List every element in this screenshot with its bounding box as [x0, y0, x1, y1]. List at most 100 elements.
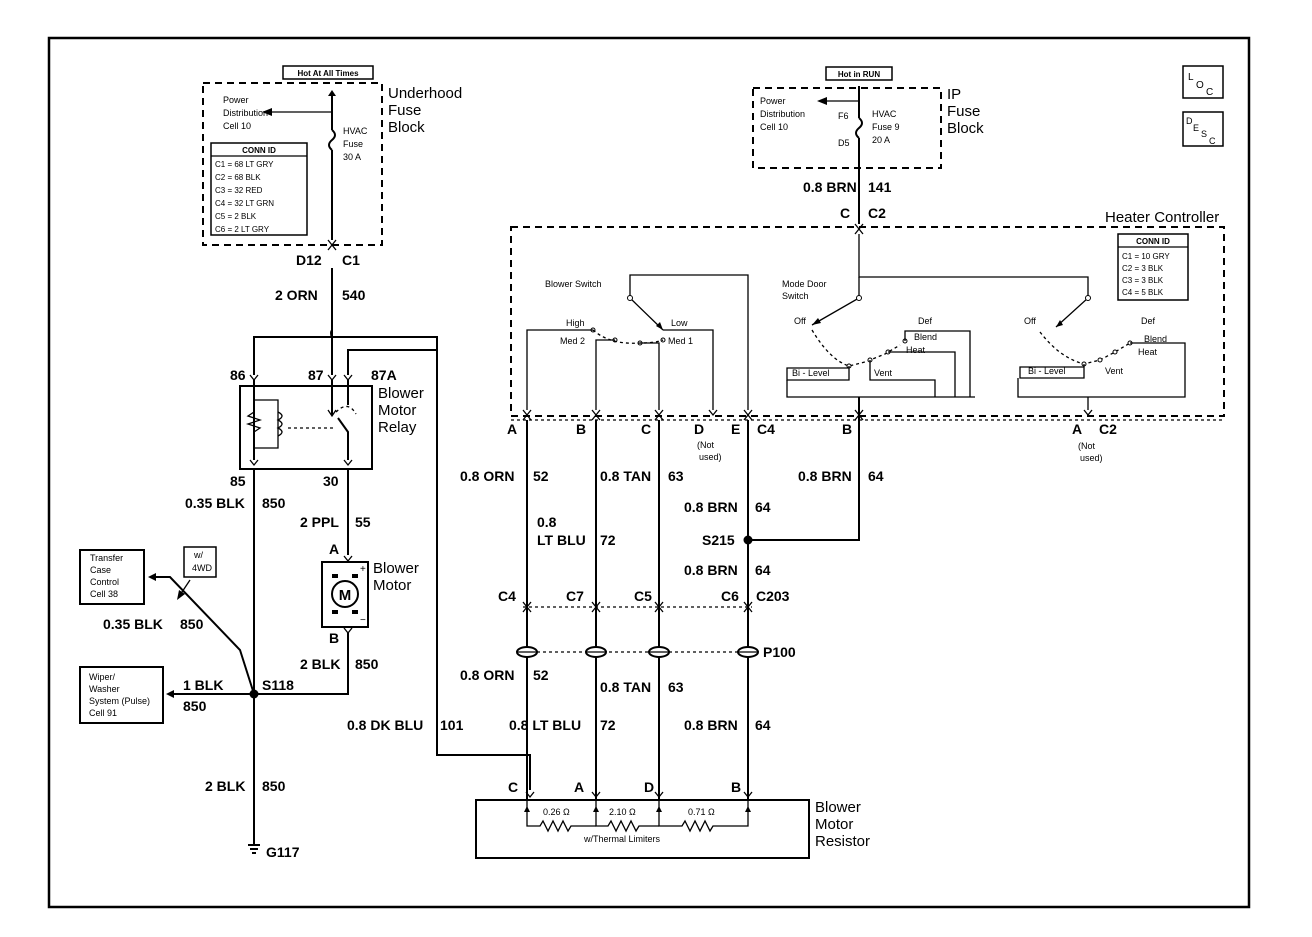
underhood-fuse-block: Hot At All Times Underhood Fuse Block Po…: [202, 65, 462, 268]
c2-pin-b: B: [842, 421, 852, 437]
splice-s215: [743, 535, 753, 545]
conn-row: C5 = 2 BLK: [215, 212, 257, 221]
w52-gauge: 0.8 ORN: [460, 468, 514, 484]
page-frame: [47, 36, 1251, 909]
svg-text:D: D: [1186, 116, 1193, 126]
w72-color: LT BLU: [537, 532, 586, 548]
resistor-title-3: Resistor: [815, 833, 870, 850]
w63-gauge: 0.8 TAN: [600, 468, 651, 484]
w64c-gauge: 0.8 BRN: [684, 562, 738, 578]
conn-id-title: CONN ID: [242, 146, 276, 155]
desc-icon[interactable]: D E S C: [1182, 111, 1224, 147]
c4-pin-e: E: [731, 421, 740, 437]
w55-gauge: 2 PPL: [300, 514, 339, 530]
relay-title-3: Relay: [378, 419, 417, 436]
motor-pin-a: A: [329, 541, 339, 557]
relay-pin-87a: 87A: [371, 367, 397, 383]
def-label: Def: [1141, 316, 1156, 326]
heat-label: Heat: [1138, 347, 1158, 357]
c2-conn-label: C2: [1099, 421, 1117, 437]
svg-text:O: O: [1196, 80, 1204, 91]
resistor-pin-c: C: [508, 779, 518, 795]
svg-text:Cell 91: Cell 91: [89, 708, 117, 718]
w64c-circuit: 64: [755, 562, 771, 578]
ip-f6: F6: [838, 111, 849, 121]
motor-plus: +: [360, 564, 366, 575]
w72b-circuit: 72: [600, 717, 616, 733]
heater-controller-title: Heater Controller: [1105, 209, 1219, 226]
blend-label: Blend: [1144, 334, 1167, 344]
heater-conn-row: C2 = 3 BLK: [1122, 264, 1164, 273]
wtcc-gauge: 0.35 BLK: [103, 616, 163, 632]
wmotorB-gauge: 2 BLK: [300, 656, 340, 672]
pdc-label-2: Distribution: [223, 108, 268, 118]
w55-circuit: 55: [355, 514, 371, 530]
c2-notused-2: used): [1080, 453, 1103, 463]
conn-row: C6 = 2 LT GRY: [215, 225, 270, 234]
resistor-title-2: Motor: [815, 816, 853, 833]
svg-text:Case: Case: [90, 565, 111, 575]
c4-notused-2: used): [699, 452, 722, 462]
motor-title-1: Blower: [373, 560, 419, 577]
bilevel-label: Bi - Level: [792, 368, 830, 378]
w64d-circuit: 64: [755, 717, 771, 733]
s118-label: S118: [262, 677, 294, 693]
w52b-gauge: 0.8 ORN: [460, 667, 514, 683]
pin-d12: D12: [296, 252, 322, 268]
thermal-limiters-note: w/Thermal Limiters: [583, 834, 661, 844]
w63b-gauge: 0.8 TAN: [600, 679, 651, 695]
resistor-pin-a: A: [574, 779, 584, 795]
r3-value: 0.71 Ω: [688, 807, 715, 817]
heater-conn-id: CONN ID: [1136, 237, 1170, 246]
pin-c: C: [840, 205, 850, 221]
w63b-circuit: 63: [668, 679, 684, 695]
w63-circuit: 63: [668, 468, 684, 484]
heat-label: Heat: [906, 345, 926, 355]
conn-row: C2 = 68 BLK: [215, 173, 261, 182]
loc-icon[interactable]: L O C: [1182, 65, 1224, 99]
vent-label: Vent: [874, 368, 893, 378]
w64a-gauge: 0.8 BRN: [684, 499, 738, 515]
connector-c2: C2: [868, 205, 886, 221]
p100-label: P100: [763, 644, 796, 660]
low-label: Low: [671, 318, 688, 328]
c4-pin-a: A: [507, 421, 517, 437]
wgnd-gauge: 2 BLK: [205, 778, 245, 794]
hvac-fuse-1: HVAC: [343, 126, 368, 136]
w101-circuit: 101: [440, 717, 464, 733]
svg-text:C: C: [1206, 87, 1213, 98]
hvac-fuse-3: 30 A: [343, 152, 361, 162]
resistor-title-1: Blower: [815, 799, 861, 816]
ip-title-1: IP: [947, 86, 961, 103]
s215-label: S215: [702, 532, 735, 548]
ip-pdc-1: Power: [760, 96, 786, 106]
wtcc-circuit: 850: [180, 616, 204, 632]
svg-text:Wiper/: Wiper/: [89, 672, 116, 682]
heater-conn-row: C4 = 5 BLK: [1122, 288, 1164, 297]
w72b-gauge: 0.8 LT BLU: [509, 717, 581, 733]
w540-circuit: 540: [342, 287, 366, 303]
w540-gauge: 2 ORN: [275, 287, 318, 303]
svg-text:Control: Control: [90, 577, 119, 587]
connector-c4: A B C D (Not used) E C4 B A C2 (Not used…: [507, 409, 1224, 463]
ip-title-2: Fuse: [947, 103, 980, 120]
svg-text:S: S: [1201, 129, 1207, 139]
off-label: Off: [1024, 316, 1036, 326]
ip-title-3: Block: [947, 120, 984, 137]
conn-row: C1 = 68 LT GRY: [215, 160, 274, 169]
mode-door-1: Mode Door: [782, 279, 827, 289]
pass-through-p100: P100: [516, 644, 796, 660]
c4-pin-b: B: [576, 421, 586, 437]
svg-text:C203: C203: [756, 588, 790, 604]
motor-title-2: Motor: [373, 577, 411, 594]
motor-symbol: M: [339, 587, 352, 604]
underhood-title-2: Fuse: [388, 102, 421, 119]
transfer-case-control: Transfer Case Control Cell 38 w/ 4WD 0.3…: [79, 546, 255, 695]
def-label: Def: [918, 316, 933, 326]
svg-text:Transfer: Transfer: [90, 553, 123, 563]
blower-motor-relay: 86 87 87A Blower Motor Relay 85 30: [230, 367, 424, 489]
blower-motor: A M + − B Blower Motor: [321, 541, 419, 646]
ip-pdc-3: Cell 10: [760, 122, 788, 132]
off-label: Off: [794, 316, 806, 326]
